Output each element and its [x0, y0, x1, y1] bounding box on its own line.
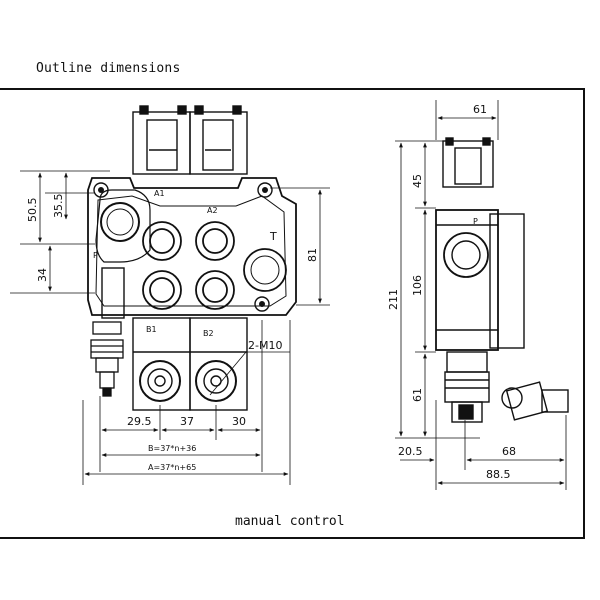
label-port-b1: B1 [146, 325, 157, 334]
port-a-group [142, 221, 235, 261]
label-port-t: T [269, 230, 277, 243]
thread-callout: 2-M10 [248, 339, 282, 352]
diagram-caption: manual control [235, 514, 345, 529]
dim-61-top: 61 [473, 103, 487, 116]
dim-30: 30 [232, 415, 246, 428]
label-port-b2: B2 [203, 329, 214, 338]
dim-61-side: 61 [411, 388, 424, 402]
drawing-frame [0, 88, 585, 539]
top-lever-housing [132, 105, 248, 175]
formula-a: A=37*n+65 [148, 463, 196, 472]
side-view: 61 211 45 106 61 20.5 68 88.5 P [387, 100, 569, 490]
valve-body-outline [87, 177, 297, 316]
dim-35-5: 35.5 [52, 194, 65, 219]
label-port-a1: A1 [154, 189, 165, 198]
dim-211: 211 [387, 289, 400, 310]
formula-b: B=37*n+36 [148, 444, 196, 453]
label-port-p: P [93, 251, 98, 260]
relief-adjuster [90, 321, 124, 397]
label-port-a2: A2 [207, 206, 218, 215]
dim-50-5: 50.5 [26, 198, 39, 223]
diagram-heading: Outline dimensions [36, 61, 181, 76]
dim-45: 45 [411, 174, 424, 188]
dim-68: 68 [502, 445, 516, 458]
dim-106: 106 [411, 275, 424, 296]
front-view: A1 A2 B1 B2 P T 2-M10 50.5 35.5 34 81 [10, 105, 330, 485]
dim-88-5: 88.5 [486, 468, 511, 481]
dim-29-5: 29.5 [127, 415, 152, 428]
dim-34: 34 [36, 268, 49, 282]
port-b-group [142, 270, 235, 310]
spool-sections [132, 317, 248, 411]
label-side-port-p: P [473, 217, 478, 226]
dim-37: 37 [180, 415, 194, 428]
dim-20-5: 20.5 [398, 445, 423, 458]
dim-81: 81 [306, 248, 319, 262]
